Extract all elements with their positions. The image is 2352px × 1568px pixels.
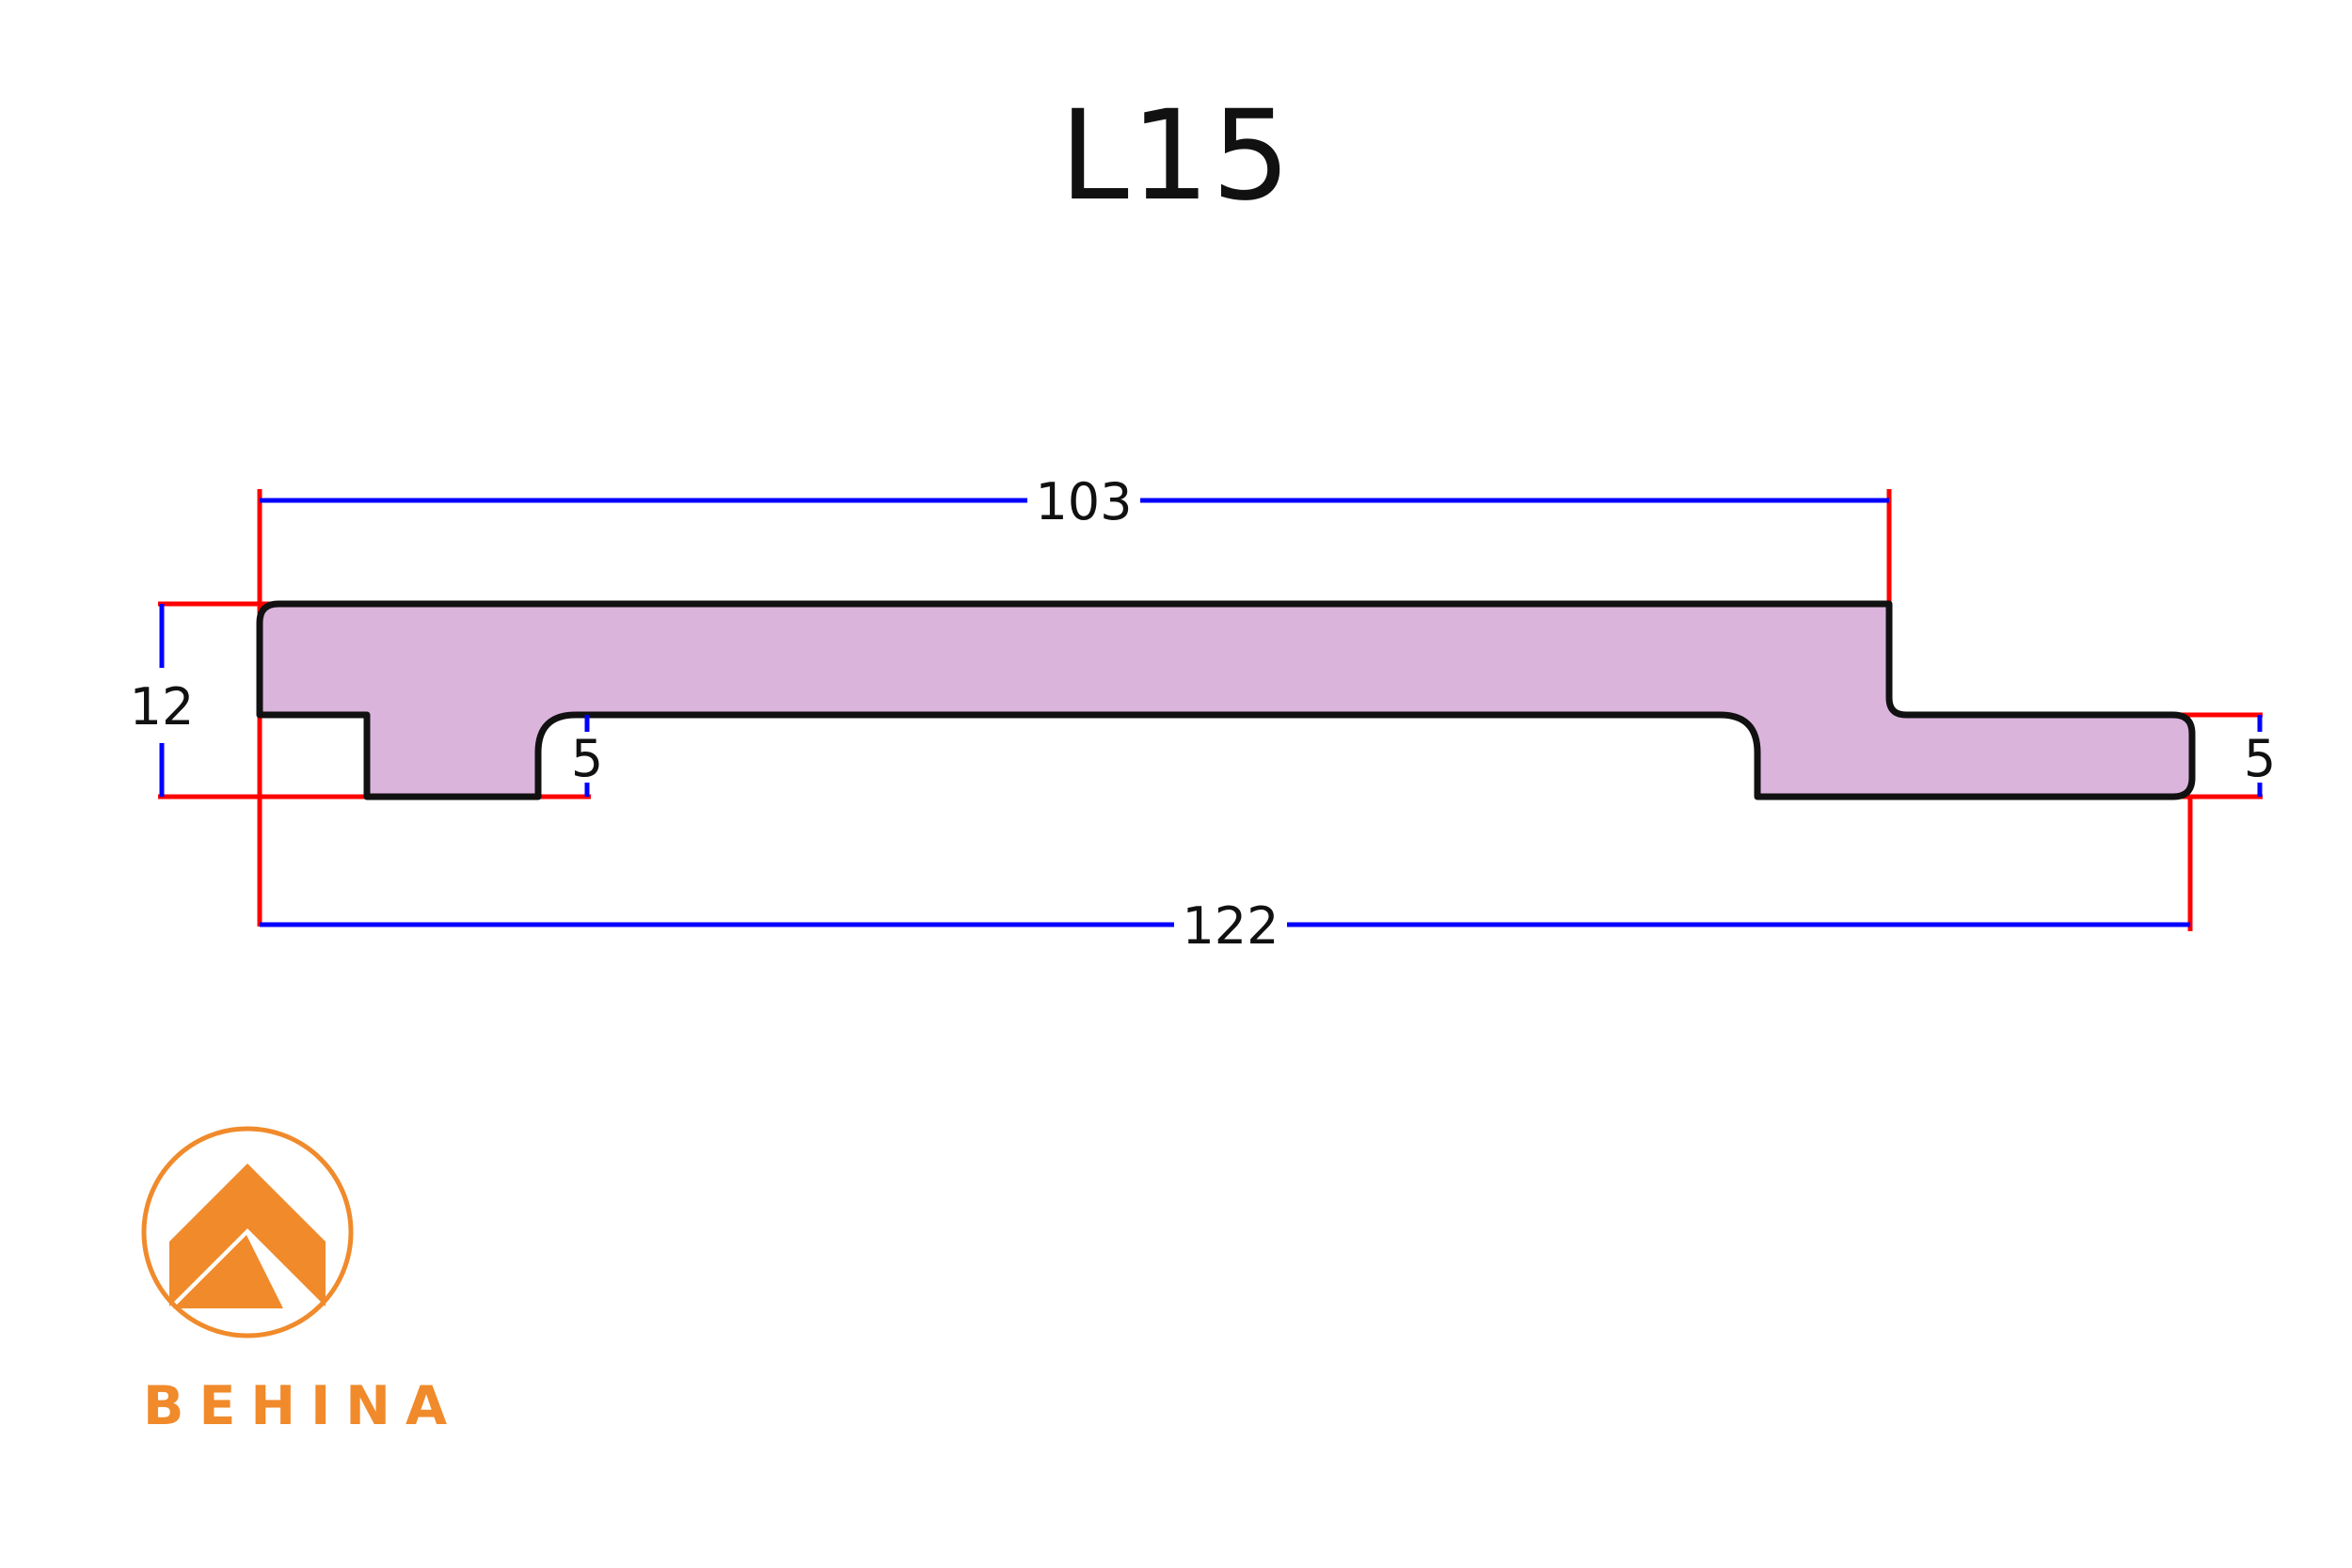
logo-inner-triangle	[173, 1235, 283, 1308]
brand-name-text: BEHINA	[143, 1375, 463, 1437]
logo-circle-outline	[141, 1126, 354, 1338]
dimension-label-103: 103	[1035, 472, 1132, 531]
dimension-label-122: 122	[1182, 896, 1279, 956]
page-title: L15	[1059, 84, 1293, 229]
dimension-label-5-right: 5	[2244, 729, 2276, 788]
dimension-lines	[159, 498, 2263, 927]
behina-chevron-logo-icon	[141, 1126, 354, 1338]
dimension-label-5-left: 5	[571, 729, 603, 788]
dimension-label-12: 12	[130, 677, 195, 736]
logo-chevron-shape	[169, 1164, 326, 1307]
brand-block: BEHINA	[139, 1124, 572, 1481]
board-profile-shape	[256, 600, 2196, 800]
